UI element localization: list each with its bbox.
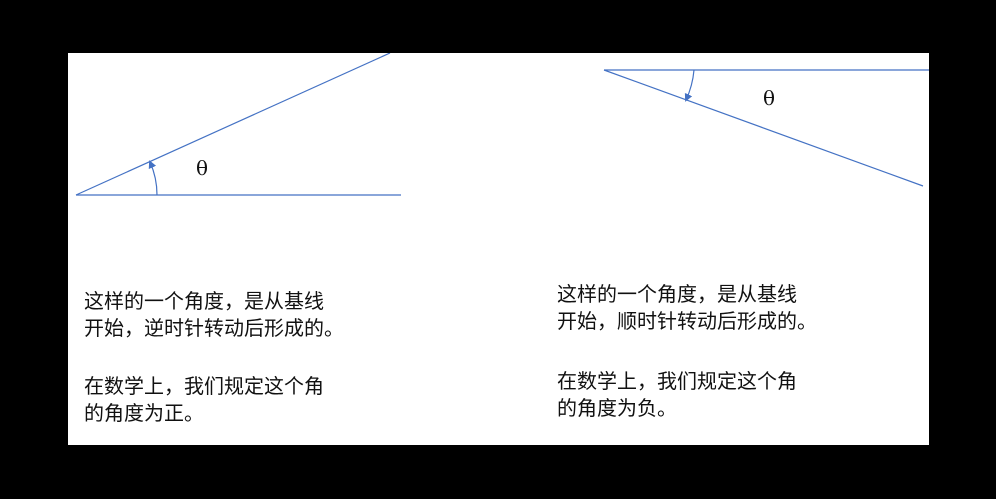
diagram-canvas: θ θ 这样的一个角度，是从基线 开始，逆时针转动后形成的。 在数学上，我们规定… (68, 53, 929, 445)
ccw-rule: 在数学上，我们规定这个角 的角度为正。 (84, 373, 324, 427)
ccw-rotated-ray (75, 53, 391, 196)
cw-angle-arc-arrow (684, 69, 695, 102)
ccw-angle-arc-arrow (148, 160, 158, 196)
cw-rule: 在数学上，我们规定这个角 的角度为负。 (557, 368, 797, 422)
ccw-description-line-1: 这样的一个角度，是从基线 (84, 289, 324, 313)
cw-description-line-1: 这样的一个角度，是从基线 (557, 282, 797, 306)
cw-description: 这样的一个角度，是从基线 开始，顺时针转动后形成的。 (557, 281, 817, 335)
angle-diagrams (75, 53, 929, 196)
ccw-theta-label: θ (196, 156, 209, 180)
ccw-description-line-2: 开始，逆时针转动后形成的。 (84, 316, 344, 340)
cw-rule-line-2: 的角度为负。 (557, 396, 677, 420)
ccw-rule-line-2: 的角度为正。 (84, 401, 204, 425)
cw-theta-label: θ (763, 86, 776, 110)
ccw-angle-figure (75, 53, 401, 196)
ccw-rule-line-1: 在数学上，我们规定这个角 (84, 374, 324, 398)
cw-rule-line-1: 在数学上，我们规定这个角 (557, 369, 797, 393)
cw-rotated-ray (603, 69, 924, 187)
cw-angle-figure (603, 69, 929, 187)
cw-description-line-2: 开始，顺时针转动后形成的。 (557, 309, 817, 333)
ccw-description: 这样的一个角度，是从基线 开始，逆时针转动后形成的。 (84, 288, 344, 342)
